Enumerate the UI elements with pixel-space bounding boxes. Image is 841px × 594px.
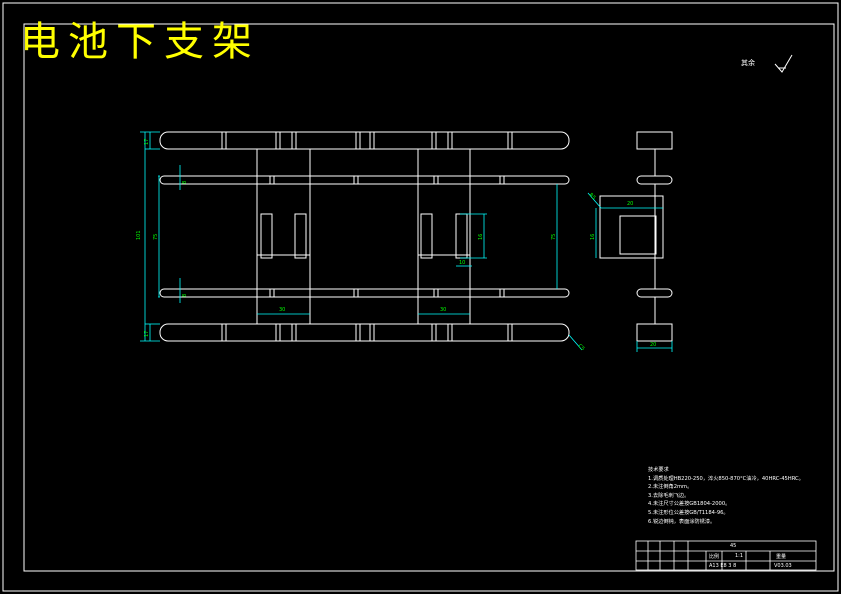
dim-left-spacing: 30: [279, 307, 285, 313]
lower-inner-rail: [159, 288, 570, 298]
dim-slot-height: 16: [478, 234, 484, 240]
dim-side-width: 20: [627, 201, 633, 207]
front-dimension-text: 17 101 75 17 8 8 75 16 10 30 30 C5: [136, 139, 586, 353]
dim-chamfer: C5: [577, 343, 586, 352]
dim-inner-rail-top: 8: [182, 181, 188, 184]
title-block-material: 45: [730, 543, 737, 549]
drawing-title: 电池下支架: [20, 19, 260, 65]
tech-req-item: 2.未注倒角2mm。: [648, 484, 693, 491]
upper-inner-rail: [159, 175, 570, 185]
side-inner-rail-top: [636, 175, 673, 185]
side-dimensions: [587, 192, 673, 352]
front-view: [159, 131, 570, 342]
dim-bottom-rail: 17: [144, 331, 150, 337]
technical-requirements: 技术要求 1.调质处理HB220-250，淬火850-870°C油冷，40HRC…: [648, 466, 804, 526]
slot-2: [294, 213, 307, 259]
dim-inner-height: 75: [153, 234, 159, 240]
dim-corner-radius: R5: [588, 192, 597, 201]
inner-frame: [23, 23, 835, 572]
side-inner-rail-bottom: [636, 288, 673, 298]
dim-inner-rail-bottom: 8: [182, 294, 188, 297]
tech-req-item: 4.未注尺寸公差按GB1804-2000。: [648, 501, 731, 508]
side-window: [619, 215, 657, 255]
dim-overall-height: 101: [136, 230, 142, 240]
front-dimensions: [140, 131, 583, 351]
title-block-drawing-no: A13 E8 3 8: [709, 563, 737, 569]
tech-req-item: 3.去除毛刺飞边。: [648, 492, 690, 499]
surface-finish-label: 其余: [741, 59, 755, 67]
side-dimension-text: R5 20 16 20: [588, 192, 657, 348]
side-view: [599, 131, 673, 342]
dim-inner-span: 75: [551, 234, 557, 240]
side-profile-bottom: [636, 323, 673, 342]
slot-4: [455, 213, 468, 259]
tech-req-heading: 技术要求: [648, 467, 669, 473]
tech-req-item: 1.调质处理HB220-250，淬火850-870°C油冷，40HRC-45HR…: [648, 475, 804, 482]
title-block-ratio-label: 比例: [709, 554, 720, 560]
title-block-scale-text: V03.03: [774, 563, 792, 569]
surface-roughness-check-icon: [774, 54, 793, 73]
dim-side-height: 16: [590, 234, 596, 240]
slot-1: [260, 213, 273, 259]
left-plate: [256, 148, 471, 325]
rail-ticks: [221, 132, 513, 341]
dim-slot-width: 10: [459, 260, 465, 266]
side-profile-top: [636, 131, 673, 150]
slot-3: [420, 213, 433, 259]
dim-top-rail: 17: [144, 139, 150, 145]
side-plate: [599, 195, 664, 259]
title-block-ratio-value: 1:1: [735, 553, 744, 559]
dim-right-spacing: 30: [440, 307, 446, 313]
title-block-weight-label: 重量: [776, 554, 787, 560]
tech-req-item: 6.锐边倒钝，表面涂防锈漆。: [648, 518, 716, 525]
tech-req-item: 5.未注形位公差按GB/T1184-96。: [648, 509, 729, 516]
title-block: [635, 540, 817, 571]
dim-side-depth: 20: [650, 342, 656, 348]
